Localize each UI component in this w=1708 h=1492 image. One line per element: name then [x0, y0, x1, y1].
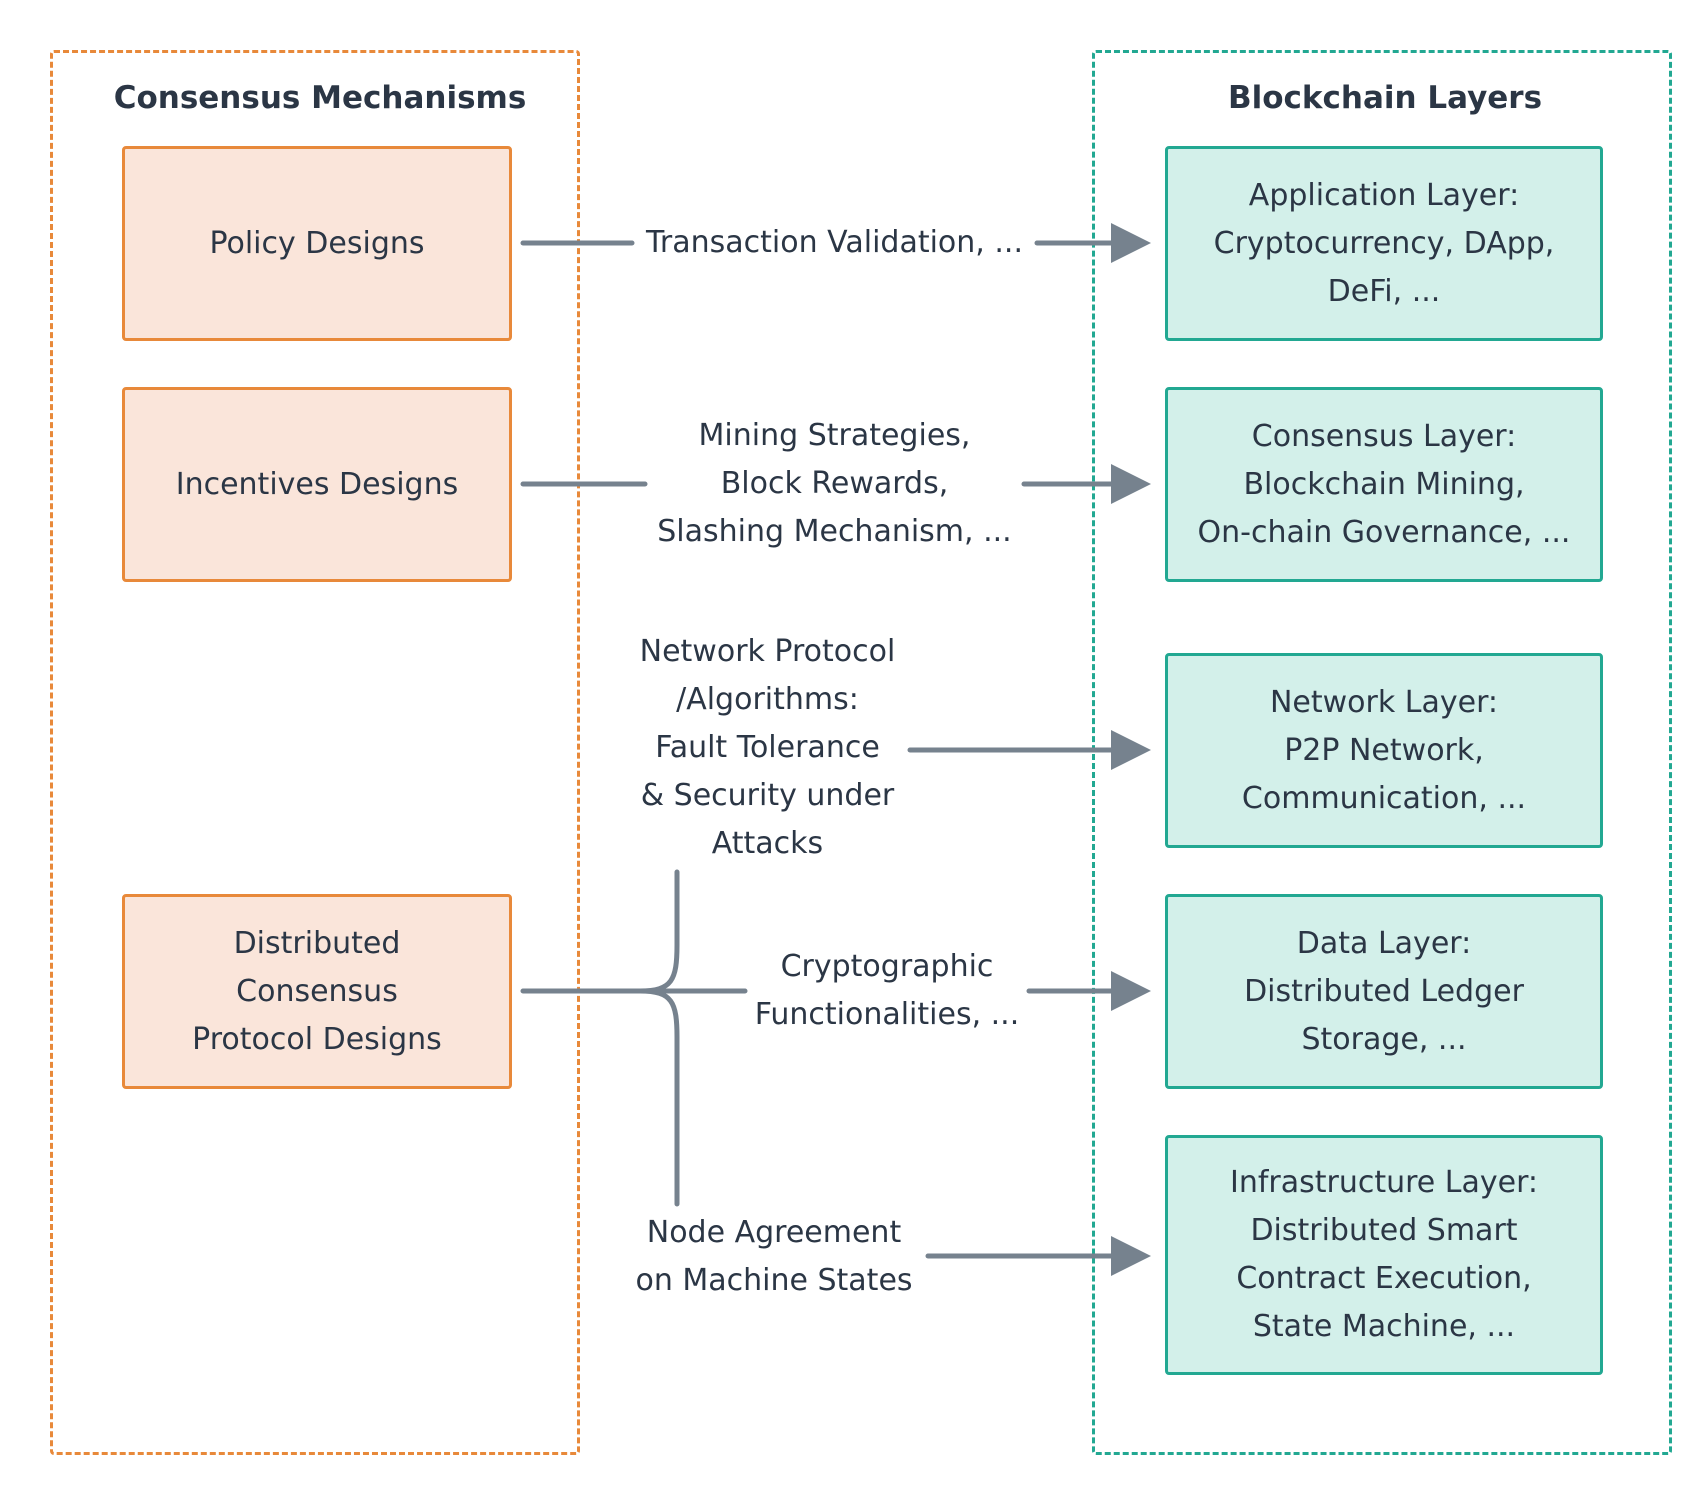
network-layer-box: Network Layer: P2P Network, Communicatio…: [1165, 653, 1603, 848]
transaction-validation-label: Transaction Validation, ...: [646, 225, 1023, 260]
mining-strategies-label: Mining Strategies, Block Rewards, Slashi…: [657, 418, 1012, 549]
node-agreement-label: Node Agreement on Machine States: [635, 1215, 913, 1298]
data-layer-box: Data Layer: Distributed Ledger Storage, …: [1165, 894, 1603, 1089]
policy-designs-box: Policy Designs: [122, 146, 512, 341]
distributed-consensus-brace: [520, 869, 748, 1207]
consensus-mechanisms-title: Consensus Mechanisms: [113, 80, 527, 116]
network-protocol-label: Network Protocol /Algorithms: Fault Tole…: [639, 634, 896, 861]
consensus-layer-box: Consensus Layer: Blockchain Mining, On-c…: [1165, 387, 1603, 582]
blockchain-layers-title: Blockchain Layers: [1227, 80, 1543, 116]
cryptographic-functionalities-label: Cryptographic Functionalities, ...: [754, 949, 1020, 1032]
incentives-designs-box: Incentives Designs: [122, 387, 512, 582]
consensus-mechanisms-group: [50, 50, 580, 1455]
distributed-consensus-protocol-designs-box: Distributed Consensus Protocol Designs: [122, 894, 512, 1089]
application-layer-box: Application Layer: Cryptocurrency, DApp,…: [1165, 146, 1603, 341]
infrastructure-layer-box: Infrastructure Layer: Distributed Smart …: [1165, 1135, 1603, 1375]
